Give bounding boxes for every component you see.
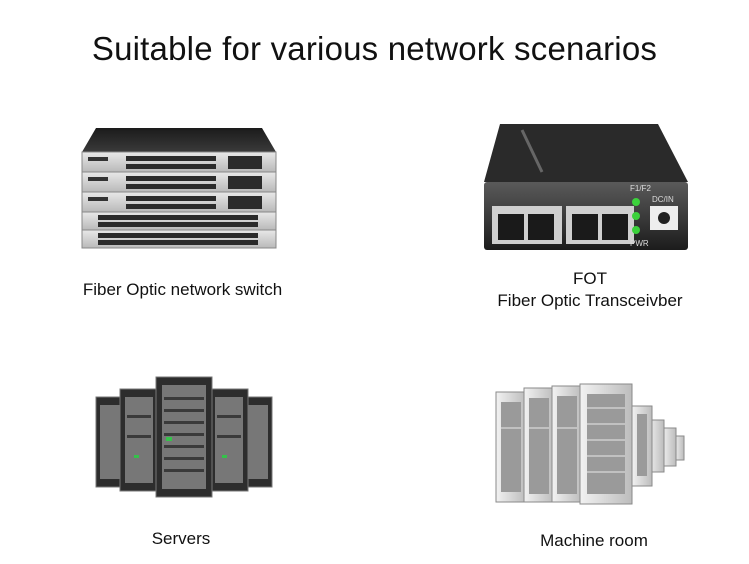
servers-caption: Servers — [151, 529, 211, 548]
switch-caption: Fiber Optic network switch — [82, 280, 283, 299]
fot-caption-line1: FOT — [573, 269, 607, 288]
dcin-label: DC/IN — [652, 195, 674, 204]
fot-caption: FOT Fiber Optic Transceivber — [455, 268, 725, 312]
f1f2-label: F1/F2 — [630, 184, 651, 193]
network-switch-image — [81, 128, 277, 249]
servers-image — [95, 376, 273, 498]
machine-room-image — [495, 383, 685, 505]
fot-caption-line2: Fiber Optic Transceivber — [497, 291, 683, 310]
machine-room-caption: Machine room — [540, 531, 648, 550]
pwr-label: PWR — [630, 239, 649, 248]
transceiver-image: F1/F2 DC/IN PWR — [484, 124, 688, 250]
page-title: Suitable for various network scenarios — [91, 30, 658, 67]
